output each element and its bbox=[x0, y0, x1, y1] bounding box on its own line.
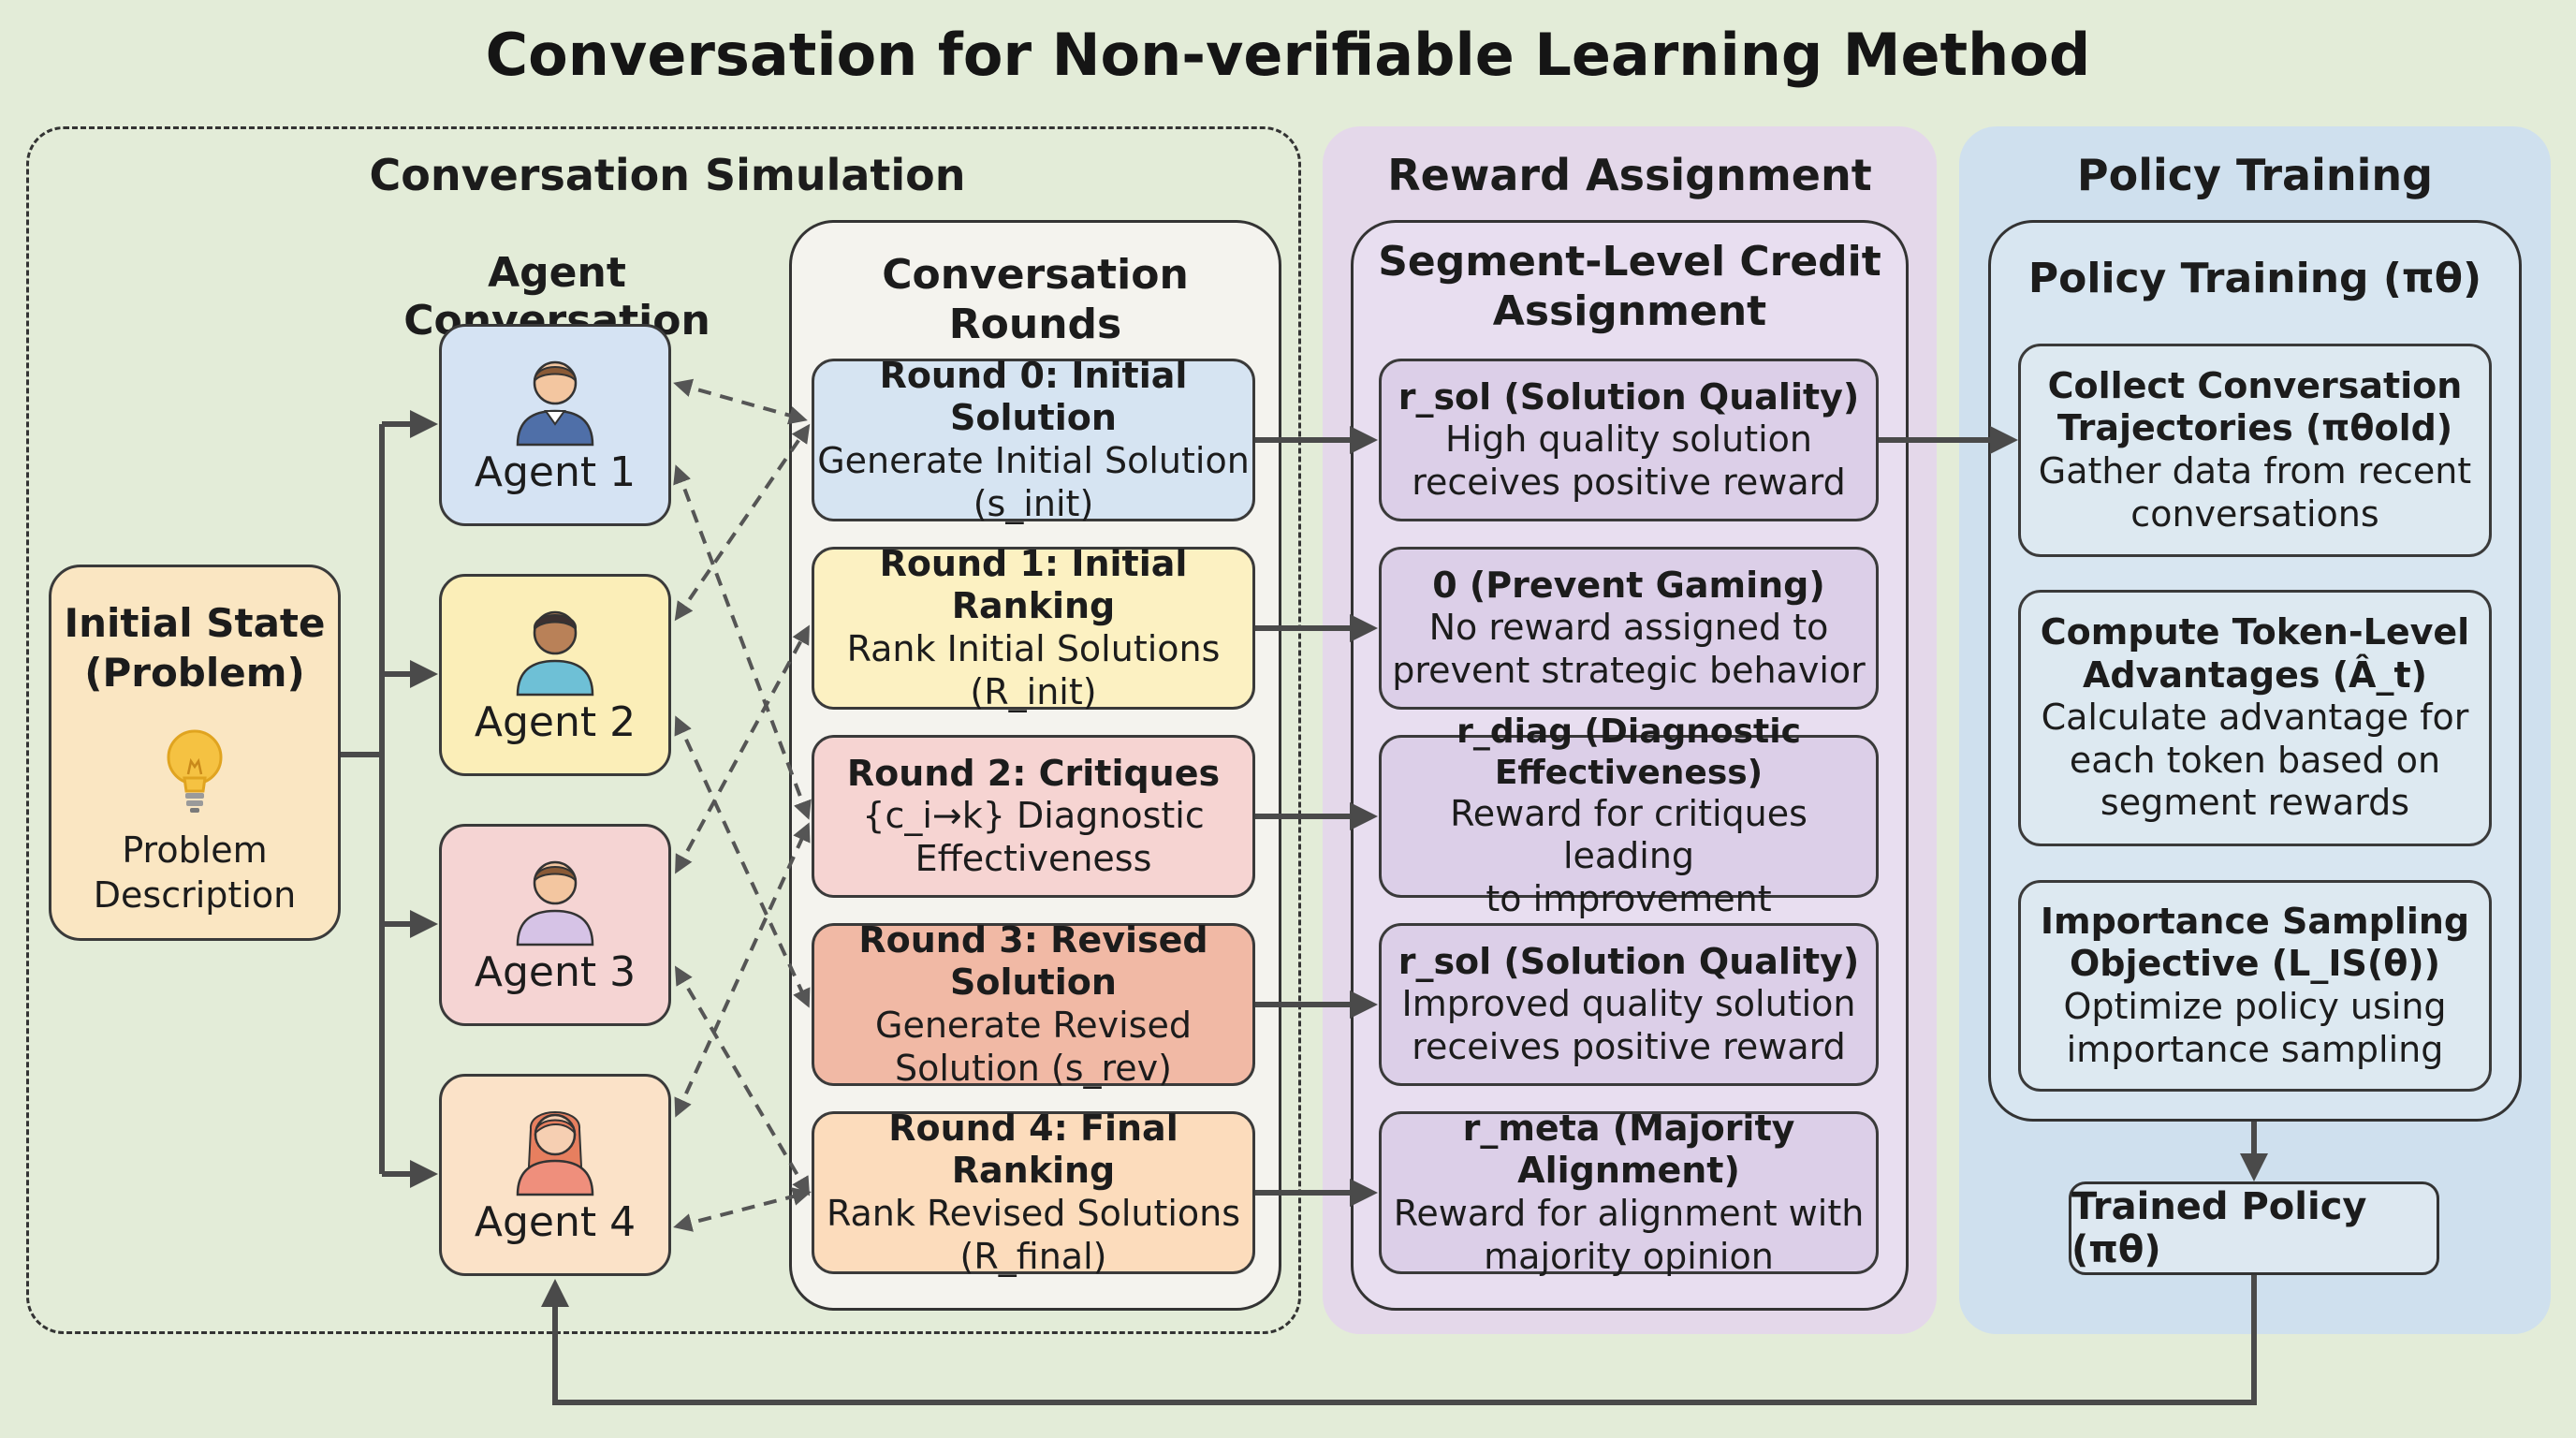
round-3-title: Round 3: Revised Solution bbox=[858, 918, 1208, 1004]
simulation-panel bbox=[26, 126, 1301, 1334]
reward-0-line2: receives positive reward bbox=[1412, 461, 1846, 503]
round-4-title: Round 4: Final Ranking bbox=[888, 1107, 1178, 1192]
agent-3-label: Agent 3 bbox=[474, 948, 637, 996]
policy-step-1-line-1: Gather data from recent bbox=[2038, 450, 2472, 492]
agent-3-card[interactable]: Agent 3 bbox=[439, 824, 671, 1026]
policy-step-1-title-1: Collect Conversation bbox=[2047, 364, 2463, 406]
reward-3-title: r_sol (Solution Quality) bbox=[1398, 940, 1860, 982]
round-1-card[interactable]: Round 1: Initial Ranking Rank Initial So… bbox=[812, 543, 1255, 712]
reward-4-card[interactable]: r_meta (Majority Alignment) Reward for a… bbox=[1379, 1107, 1879, 1277]
round-2-line2: Effectiveness bbox=[915, 837, 1152, 879]
policy-step-2-title-2: Advantages (Â_t) bbox=[2082, 653, 2427, 696]
simulation-title: Conversation Simulation bbox=[369, 150, 966, 200]
policy-step-3-line-1: Optimize policy using bbox=[2063, 986, 2447, 1027]
round-1-title: Round 1: Initial Ranking bbox=[879, 542, 1188, 627]
person-icon bbox=[516, 860, 594, 946]
reward-2-line1: Reward for critiques leading bbox=[1450, 792, 1808, 877]
diagram-title: Conversation for Non-verifiable Learning… bbox=[485, 21, 2091, 89]
policy-step-1-line-2: conversations bbox=[2130, 492, 2379, 535]
trained-policy-card[interactable]: Trained Policy (πθ) bbox=[2069, 1181, 2439, 1275]
credit-assignment-title: Segment-Level Credit Assignment bbox=[1351, 238, 1909, 337]
reward-0-line1: High quality solution bbox=[1445, 418, 1812, 461]
person-icon bbox=[516, 610, 594, 697]
reward-title: Reward Assignment bbox=[1387, 150, 1872, 200]
reward-4-line1: Reward for alignment with bbox=[1393, 1193, 1865, 1234]
policy-step-2-line-1: Calculate advantage for bbox=[2041, 697, 2469, 739]
policy-step-1-title-2: Trajectories (πθold) bbox=[2056, 407, 2453, 449]
reward-1-line2: prevent strategic behavior bbox=[1392, 649, 1866, 691]
reward-3-card[interactable]: r_sol (Solution Quality) Improved qualit… bbox=[1379, 923, 1879, 1086]
reward-3-line2: receives positive reward bbox=[1412, 1025, 1846, 1067]
dashed-agent1-round0 bbox=[673, 378, 808, 425]
reward-3-line1: Improved quality solution bbox=[1401, 983, 1856, 1025]
initial-state-desc-1: Problem bbox=[122, 829, 268, 871]
agent-4-label: Agent 4 bbox=[474, 1198, 637, 1246]
dashed-agent3-round4 bbox=[674, 965, 811, 1196]
initial-state-card[interactable]: Initial State (Problem) Problem Descript… bbox=[49, 565, 341, 941]
agent-2-card[interactable]: Agent 2 bbox=[439, 574, 671, 776]
round-2-line1: {c_i→k} Diagnostic bbox=[862, 795, 1205, 837]
dashed-agent2-round0 bbox=[674, 423, 811, 622]
policy-step-2-line-2: each token based on bbox=[2069, 739, 2441, 781]
initial-state-subtitle: (Problem) bbox=[84, 649, 305, 696]
policy-step-3-title-1: Importance Sampling bbox=[2040, 900, 2470, 942]
reward-1-title: 0 (Prevent Gaming) bbox=[1432, 564, 1825, 606]
person-icon bbox=[516, 360, 594, 447]
person-icon bbox=[516, 1111, 594, 1196]
feedback-loop-arrow bbox=[541, 1275, 2257, 1405]
agent-1-card[interactable]: Agent 1 bbox=[439, 324, 671, 526]
agent-4-card[interactable]: Agent 4 bbox=[439, 1074, 671, 1276]
agent-1-label: Agent 1 bbox=[474, 448, 637, 496]
round-0-card[interactable]: Round 0: Initial Solution Generate Initi… bbox=[812, 355, 1255, 524]
reward-4-line2: majority opinion bbox=[1484, 1235, 1774, 1277]
policy-step-3-line-2: importance sampling bbox=[2066, 1028, 2444, 1070]
round-0-title: Round 0: Initial Solution bbox=[879, 354, 1188, 439]
policy-step-2-line-3: segment rewards bbox=[2100, 782, 2410, 824]
reward-2-card[interactable]: r_diag (Diagnostic Effectiveness) Reward… bbox=[1379, 712, 1879, 919]
round-3-line2: Solution (s_rev) bbox=[895, 1047, 1172, 1089]
round-3-card[interactable]: Round 3: Revised Solution Generate Revis… bbox=[812, 919, 1255, 1089]
lightbulb-icon bbox=[167, 729, 223, 813]
round-1-line2: (R_init) bbox=[970, 670, 1097, 712]
reward-2-title: r_diag (Diagnostic Effectiveness) bbox=[1456, 712, 1801, 792]
round-4-card[interactable]: Round 4: Final Ranking Rank Revised Solu… bbox=[812, 1107, 1255, 1277]
agent-2-label: Agent 2 bbox=[474, 698, 637, 746]
policy-title: Policy Training bbox=[2076, 150, 2434, 200]
round-1-line1: Rank Initial Solutions bbox=[846, 628, 1221, 669]
reward-0-card[interactable]: r_sol (Solution Quality) High quality so… bbox=[1379, 359, 1879, 521]
dashed-agent3-round1 bbox=[675, 624, 810, 874]
dashed-agent4-round4 bbox=[673, 1187, 812, 1232]
reward-2-line2: to improvement bbox=[1486, 877, 1772, 919]
policy-step-3-card[interactable]: Importance Sampling Objective (L_IS(θ)) … bbox=[2018, 880, 2492, 1092]
reward-1-line1: No reward assigned to bbox=[1428, 607, 1829, 649]
policy-step-2-card[interactable]: Compute Token-Level Advantages (Â_t) Cal… bbox=[2018, 590, 2492, 846]
round-4-line1: Rank Revised Solutions bbox=[826, 1193, 1241, 1234]
reward-0-title: r_sol (Solution Quality) bbox=[1398, 375, 1860, 418]
policy-step-2-title-1: Compute Token-Level bbox=[2040, 611, 2470, 653]
policy-step-1-card[interactable]: Collect Conversation Trajectories (πθold… bbox=[2018, 344, 2492, 557]
policy-subtitle: Policy Training (πθ) bbox=[2027, 255, 2482, 302]
round-0-line2: (s_init) bbox=[973, 482, 1094, 524]
round-3-line1: Generate Revised bbox=[875, 1005, 1192, 1046]
policy-step-3-title-2: Objective (L_IS(θ)) bbox=[2069, 943, 2441, 985]
credit-assignment-title-1: Segment-Level Credit bbox=[1378, 238, 1881, 286]
rounds-title: Conversation Rounds bbox=[882, 251, 1189, 348]
initial-state-title: Initial State bbox=[64, 600, 326, 646]
round-4-line2: (R_final) bbox=[959, 1235, 1107, 1277]
dashed-agent2-round3 bbox=[674, 715, 811, 1008]
round-2-title: Round 2: Critiques bbox=[846, 752, 1221, 794]
round-2-card[interactable]: Round 2: Critiques {c_i→k} Diagnostic Ef… bbox=[812, 735, 1255, 898]
dashed-agent4-round2 bbox=[674, 822, 811, 1118]
reward-4-title: r_meta (Majority Alignment) bbox=[1462, 1107, 1795, 1192]
round-0-line1: Generate Initial Solution bbox=[817, 440, 1250, 481]
initial-state-desc-2: Description bbox=[93, 873, 297, 916]
credit-assignment-title-2: Assignment bbox=[1492, 286, 1767, 335]
reward-1-card[interactable]: 0 (Prevent Gaming) No reward assigned to… bbox=[1379, 547, 1879, 710]
